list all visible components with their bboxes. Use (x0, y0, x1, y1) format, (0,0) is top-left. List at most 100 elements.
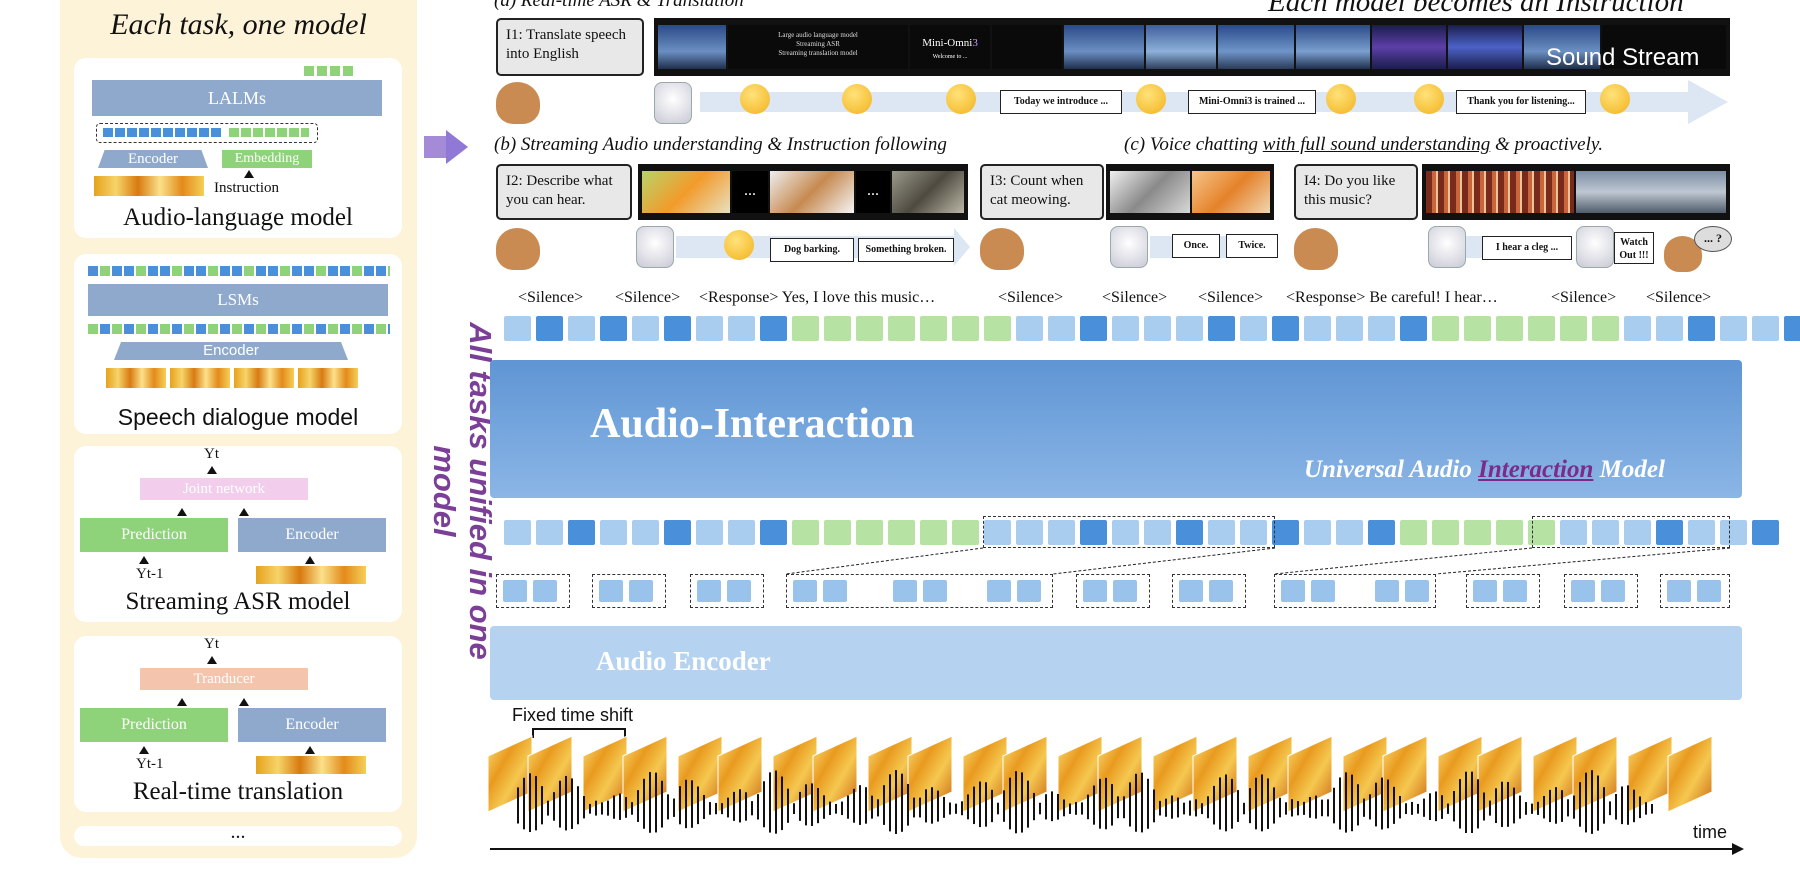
embedding-block: Embedding (222, 150, 312, 168)
response-bubble: Today we introduce ... (1000, 90, 1122, 114)
token (1496, 520, 1523, 545)
output-label: <Response> Be careful! I hear… (1286, 289, 1498, 306)
token (600, 520, 627, 545)
audio-tokens (103, 128, 223, 137)
arrow-right-icon (424, 136, 448, 158)
token-group (1274, 574, 1436, 608)
token (824, 520, 851, 545)
token (888, 316, 915, 341)
token (1272, 316, 1299, 341)
instruction-i4: I4: Do you like this music? (1294, 164, 1418, 220)
spectrogram-tile (677, 735, 723, 813)
token (1240, 316, 1267, 341)
token-sequence-box (96, 123, 318, 143)
spectrogram-tile (1667, 735, 1713, 813)
output-label: Yt (204, 636, 219, 652)
token (1405, 580, 1429, 602)
arrow-up-icon (305, 556, 315, 564)
token-group (1660, 574, 1730, 608)
shush-emoji-icon (740, 84, 770, 114)
lsms-block: LSMs (88, 284, 388, 316)
token (664, 316, 691, 341)
token (1592, 316, 1619, 341)
chunk-highlight (1532, 516, 1730, 548)
token-group (786, 574, 1053, 608)
spectrogram-icon (106, 368, 166, 388)
token (1272, 520, 1299, 545)
spectrogram-tile (772, 735, 818, 813)
time-axis-arrow-icon (1732, 843, 1744, 855)
token (504, 520, 531, 545)
shush-emoji-icon (724, 230, 754, 260)
token (1432, 520, 1459, 545)
token (696, 316, 723, 341)
prediction-block: Prediction (80, 518, 228, 552)
left-panel-title: Each task, one model (110, 8, 367, 41)
model-name: Speech dialogue model (117, 404, 359, 430)
model-name: Real-time translation (132, 778, 344, 805)
spectrogram-tile (1247, 735, 1293, 813)
token (1624, 316, 1651, 341)
token (920, 520, 947, 545)
video-filmstrip-c1 (1106, 164, 1274, 220)
token (856, 316, 883, 341)
capybara-icon (496, 228, 540, 270)
robot-avatar-icon (636, 226, 674, 268)
token (1368, 316, 1395, 341)
timeline-arrow-head-icon (954, 228, 970, 266)
video-filmstrip-c2 (1422, 164, 1730, 220)
audio-interaction-model: Audio-Interaction Universal Audio Intera… (490, 360, 1742, 498)
section-b-title: (b) Streaming Audio understanding & Inst… (494, 134, 947, 155)
token (1176, 520, 1203, 545)
token (1464, 316, 1491, 341)
token (1176, 316, 1203, 341)
spectrogram-tile (1382, 735, 1428, 813)
token (888, 520, 915, 545)
token-group (1564, 574, 1638, 608)
token (1720, 316, 1747, 341)
output-label: Yt (204, 446, 219, 462)
token (1083, 580, 1107, 602)
token (1336, 520, 1363, 545)
token (504, 316, 531, 341)
encoder-token-groups (0, 574, 1800, 608)
token (952, 316, 979, 341)
arrow-up-icon (177, 698, 187, 706)
token (1016, 520, 1043, 545)
token (1720, 520, 1747, 545)
model-subtitle: Universal Audio Interaction Model (1304, 456, 1665, 483)
token (1667, 580, 1691, 602)
token (893, 580, 917, 602)
token (1209, 580, 1233, 602)
token (1048, 316, 1075, 341)
output-token-row (504, 316, 1800, 342)
token (1752, 520, 1779, 545)
output-label: <Silence> (1551, 289, 1617, 306)
instruction-i3: I3: Count when cat meowing. (980, 164, 1104, 220)
token (696, 520, 723, 545)
model-name: Streaming ASR model (125, 588, 351, 615)
encoder-block: Encoder (114, 342, 348, 360)
token (1432, 316, 1459, 341)
token (1571, 580, 1595, 602)
token (984, 316, 1011, 341)
token (1112, 520, 1139, 545)
token (1144, 316, 1171, 341)
capybara-icon (496, 82, 540, 124)
arrow-up-icon (177, 508, 187, 516)
token (792, 520, 819, 545)
token (1560, 520, 1587, 545)
arrow-up-icon (244, 170, 254, 178)
token (697, 580, 721, 602)
more-models: ... (74, 822, 402, 846)
token (856, 520, 883, 545)
token (1304, 520, 1331, 545)
input-label: Yt-1 (136, 756, 164, 772)
token (1304, 316, 1331, 341)
spectrogram-icon (170, 368, 230, 388)
arrow-up-icon (239, 508, 249, 516)
token (664, 520, 691, 545)
token (1656, 316, 1683, 341)
arrow-right-head-icon (446, 130, 468, 164)
token (1400, 520, 1427, 545)
